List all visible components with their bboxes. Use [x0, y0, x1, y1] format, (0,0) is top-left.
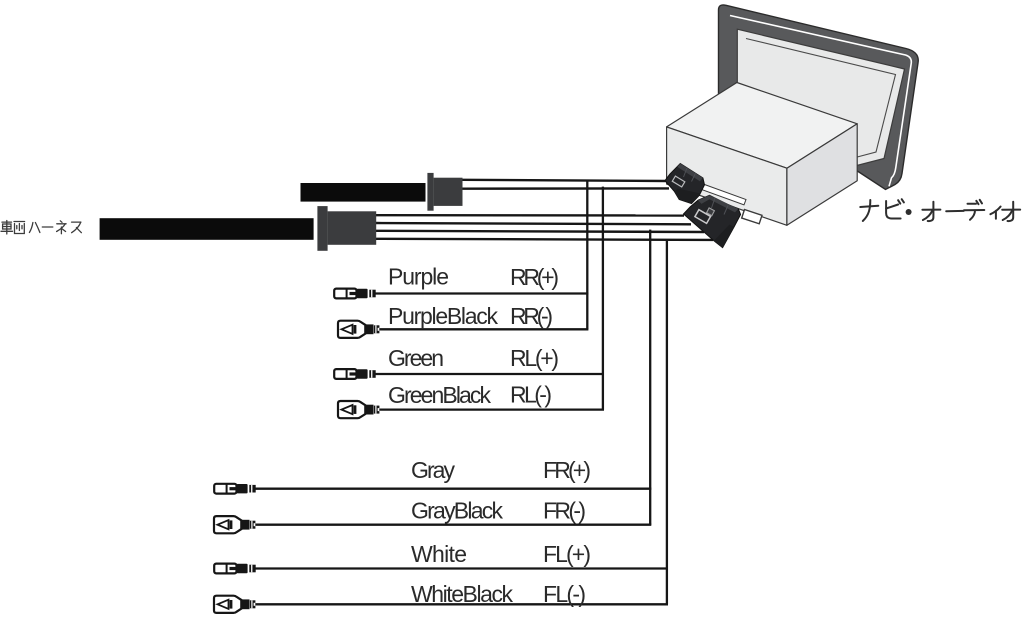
- svg-text:Green: Green: [388, 345, 444, 371]
- svg-text:White: White: [411, 541, 467, 567]
- svg-text:RR(+): RR(+): [510, 264, 559, 290]
- svg-text:RR(-): RR(-): [510, 303, 553, 329]
- svg-text:WhiteBlack: WhiteBlack: [411, 581, 514, 607]
- svg-text:FR(-): FR(-): [543, 498, 586, 524]
- svg-text:Gray: Gray: [411, 457, 456, 483]
- svg-text:GreenBlack: GreenBlack: [388, 382, 492, 408]
- svg-text:FL(+): FL(+): [543, 541, 591, 567]
- svg-text:PurpleBlack: PurpleBlack: [388, 303, 499, 329]
- svg-text:GrayBlack: GrayBlack: [411, 498, 504, 524]
- svg-text:FR(+): FR(+): [543, 457, 591, 483]
- svg-text:RL(+): RL(+): [510, 345, 559, 371]
- svg-text:RL(-): RL(-): [510, 382, 552, 408]
- svg-text:FL(-): FL(-): [543, 581, 586, 607]
- svg-text:Purple: Purple: [388, 264, 449, 290]
